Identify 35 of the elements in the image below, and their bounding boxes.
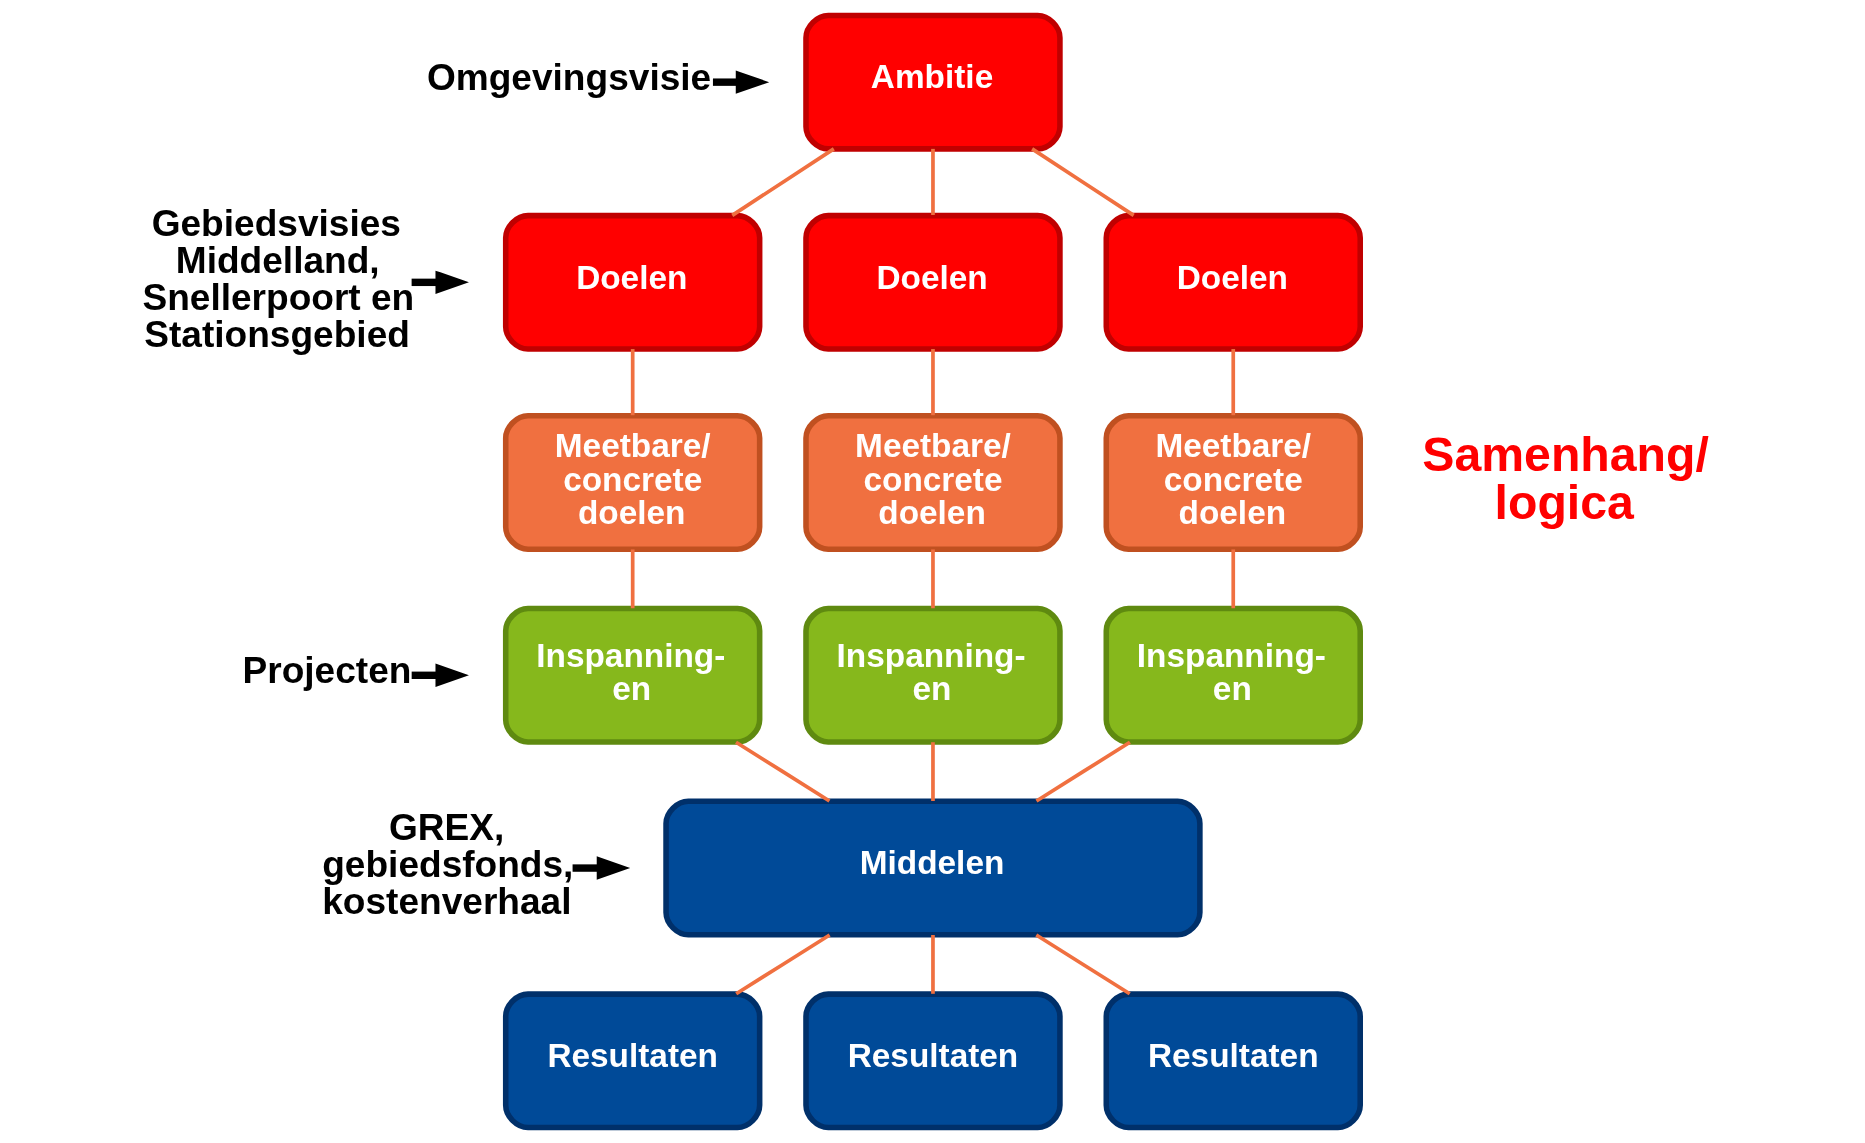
node-box: Resultaten (803, 991, 1063, 1131)
node-box: Resultaten (502, 991, 763, 1131)
node-box: Doelen (803, 212, 1063, 352)
connector (1231, 549, 1236, 609)
connector (1031, 147, 1135, 217)
node-box: Meetbare/ concrete doelen (1103, 413, 1363, 553)
arrow (712, 70, 770, 94)
connector (931, 148, 935, 215)
connector (931, 935, 935, 994)
node-box: Inspanning- en (803, 605, 1063, 745)
connector (1231, 349, 1236, 416)
node-box: Doelen (1103, 212, 1363, 352)
connector (731, 147, 835, 217)
node-box: Inspanning- en (502, 605, 763, 745)
connector (735, 740, 831, 803)
node-box: Resultaten (1103, 991, 1363, 1131)
node-text: Projecten (242, 648, 412, 691)
node-text: Omgevingsvisie (426, 55, 712, 98)
node-text: Gebiedsvisies Middelland, Snellerpoort en Stationsgebied (142, 202, 415, 356)
connector (630, 349, 635, 416)
node-box: Meetbare/ concrete doelen (502, 413, 763, 553)
connector (735, 933, 831, 996)
node-box: Inspanning- en (1103, 605, 1363, 745)
label: Samenhang/ logica (1422, 427, 1709, 530)
connector (1035, 933, 1131, 996)
connector (931, 549, 935, 609)
node-box: Ambitie (803, 12, 1063, 152)
node-box: Meetbare/ concrete doelen (803, 413, 1063, 553)
connector (630, 549, 635, 609)
connector (931, 349, 935, 416)
node-text: GREX, gebiedsfonds, kostenverhaal (322, 806, 574, 923)
connector (1035, 740, 1131, 803)
node-box: Middelen (663, 798, 1203, 938)
node-box: Doelen (502, 212, 763, 352)
connector (931, 742, 935, 802)
